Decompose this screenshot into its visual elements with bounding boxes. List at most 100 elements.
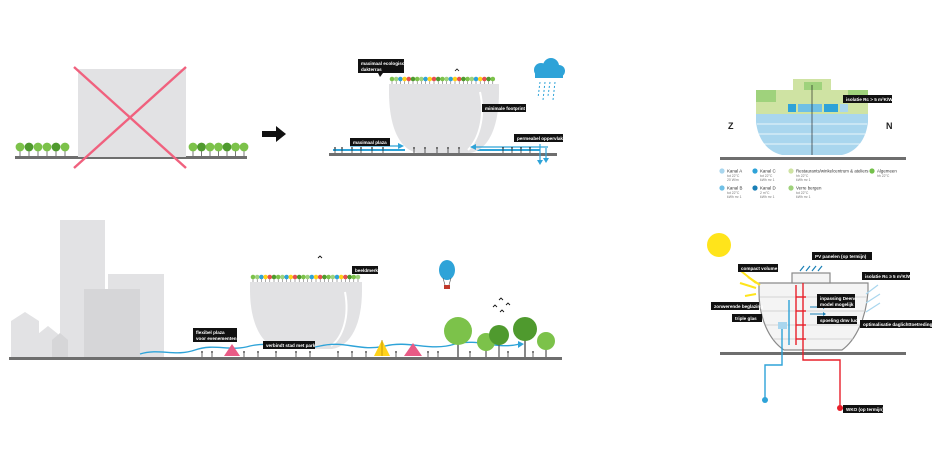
label-landmark-text: beeldmerk bbox=[355, 268, 378, 273]
roof-plant-icon bbox=[296, 274, 302, 282]
roof-plant-icon bbox=[402, 76, 407, 84]
panel-energy-concept: compact volume PV panelen (op termijn) i… bbox=[707, 233, 933, 413]
label-park-connection-text: verbindt stad met park bbox=[266, 343, 316, 348]
roof-plant-icon bbox=[292, 274, 298, 282]
roof-plant-icon bbox=[326, 274, 331, 282]
label-compact-volume-text: compact volume bbox=[741, 266, 778, 271]
ground-line bbox=[9, 357, 562, 360]
roof-plant-icon bbox=[486, 76, 491, 84]
roof-vegetation bbox=[389, 76, 496, 84]
tree-icon bbox=[24, 142, 34, 156]
person-icon bbox=[360, 147, 362, 153]
person-icon bbox=[211, 351, 213, 357]
svg-text:kWh m² 1: kWh m² 1 bbox=[796, 195, 811, 199]
label-plaza-text: maximaal plaza bbox=[353, 140, 387, 145]
tree-icon bbox=[33, 142, 43, 156]
roof-plant-icon bbox=[398, 76, 403, 84]
legend-item: Restaurants/winkelcentrum & ateliers hh … bbox=[788, 168, 869, 182]
label-exchange-line1: inpassing Deens bbox=[820, 296, 857, 301]
people-row bbox=[334, 147, 531, 153]
person-icon bbox=[424, 147, 426, 153]
bird-icon bbox=[454, 68, 460, 72]
person-icon bbox=[520, 147, 522, 153]
svg-text:kWh m² 1: kWh m² 1 bbox=[760, 178, 775, 182]
ground-line bbox=[720, 352, 906, 355]
roof-plant-icon bbox=[334, 274, 340, 282]
label-triple-glass: triple glas bbox=[732, 314, 762, 322]
roof-plant-icon bbox=[389, 76, 395, 84]
label-sun-shading: zonwerende beglazing bbox=[711, 302, 763, 310]
person-icon bbox=[469, 351, 471, 357]
roof-plant-icon bbox=[355, 274, 361, 282]
tree-icon bbox=[222, 142, 232, 156]
person-icon bbox=[437, 351, 439, 357]
bowl-building-landmark bbox=[250, 282, 362, 349]
panel-section-zones: Z N isolatie Rc > 5 m²K/W bbox=[719, 79, 906, 199]
transition-arrow-icon bbox=[262, 126, 286, 142]
roof-plant-icon bbox=[263, 274, 268, 282]
label-ventilation: spoeling dmv lucht bbox=[817, 316, 862, 324]
person-icon bbox=[309, 351, 311, 357]
roof-plant-icon bbox=[452, 76, 458, 84]
sun-ray-icon bbox=[739, 270, 757, 297]
tree-icon bbox=[197, 142, 206, 156]
person-icon bbox=[532, 351, 534, 357]
person-icon bbox=[351, 147, 353, 153]
roof-plant-icon bbox=[305, 274, 310, 282]
person-icon bbox=[511, 147, 513, 153]
person-icon bbox=[395, 351, 397, 357]
roof-plant-icon bbox=[477, 76, 483, 84]
cooling-pipes bbox=[764, 300, 790, 398]
roof-plant-icon bbox=[469, 76, 475, 84]
person-icon bbox=[334, 147, 336, 153]
svg-text:Algemeen: Algemeen bbox=[877, 169, 897, 174]
person-icon bbox=[371, 147, 373, 153]
roof-plant-icon bbox=[414, 76, 420, 84]
roof-plant-icon bbox=[259, 274, 264, 282]
label-pv-panels-text: PV panelen (op termijn) bbox=[815, 254, 867, 259]
svg-text:2 m°C: 2 m°C bbox=[760, 191, 770, 195]
label-ventilation-text: spoeling dmv lucht bbox=[820, 318, 862, 323]
daylight-arrow-icon bbox=[865, 284, 881, 313]
roof-plant-icon bbox=[284, 274, 289, 282]
ground-line bbox=[15, 156, 247, 159]
roof-plant-icon bbox=[456, 76, 462, 84]
tree-icon bbox=[51, 142, 61, 156]
person-icon bbox=[458, 147, 460, 153]
label-compact-volume: compact volume bbox=[738, 264, 778, 272]
legend-item: Kanal D 2 m°C kWh m² 1 bbox=[752, 185, 776, 199]
label-sun-shading-text: zonwerende beglazing bbox=[714, 304, 763, 309]
label-flex-plaza-line2: voor evenementen bbox=[196, 336, 237, 341]
roof-plant-icon bbox=[419, 76, 424, 84]
roof-plant-icon bbox=[461, 76, 466, 84]
label-eco-roof: maximaal ecologisch dakterras bbox=[358, 59, 407, 77]
roof-plant-icon bbox=[309, 274, 315, 282]
person-icon bbox=[341, 147, 343, 153]
hot-air-balloon-icon bbox=[439, 260, 455, 289]
roof-plant-icon bbox=[431, 76, 437, 84]
roof-plant-icon bbox=[435, 76, 441, 84]
roof-plant-icon bbox=[250, 274, 256, 282]
cross-line-b bbox=[73, 66, 187, 169]
zone-legend: Kanal A tot 22°C 20 W/m Kanal C tot 22°C… bbox=[719, 168, 897, 199]
roof-plant-icon bbox=[347, 274, 352, 282]
person-icon bbox=[337, 351, 339, 357]
label-insulation-text: isolatie Rc > 5 m²K/W bbox=[846, 97, 893, 102]
tree-row-right bbox=[188, 142, 249, 156]
roof-plant-icon bbox=[338, 274, 344, 282]
svg-text:Kanal D: Kanal D bbox=[760, 186, 776, 191]
person-icon bbox=[382, 147, 384, 153]
label-wko: WKO (op termijn) bbox=[843, 405, 884, 413]
person-icon bbox=[295, 351, 297, 357]
svg-text:kWh m² 1: kWh m² 1 bbox=[727, 195, 742, 199]
event-tent-icon bbox=[224, 340, 422, 356]
panel-building-concept: maximaal ecologisch dakterras minimale f… bbox=[329, 58, 565, 165]
label-exchange-line2: model mogelijk bbox=[820, 302, 854, 307]
label-landmark: beeldmerk bbox=[352, 266, 378, 274]
roof-plant-icon bbox=[393, 76, 399, 84]
panel-removed-building bbox=[15, 66, 249, 169]
svg-text:tot 22°C: tot 22°C bbox=[727, 174, 740, 178]
tree-icon bbox=[188, 142, 198, 156]
wko-node-icon bbox=[837, 405, 843, 411]
